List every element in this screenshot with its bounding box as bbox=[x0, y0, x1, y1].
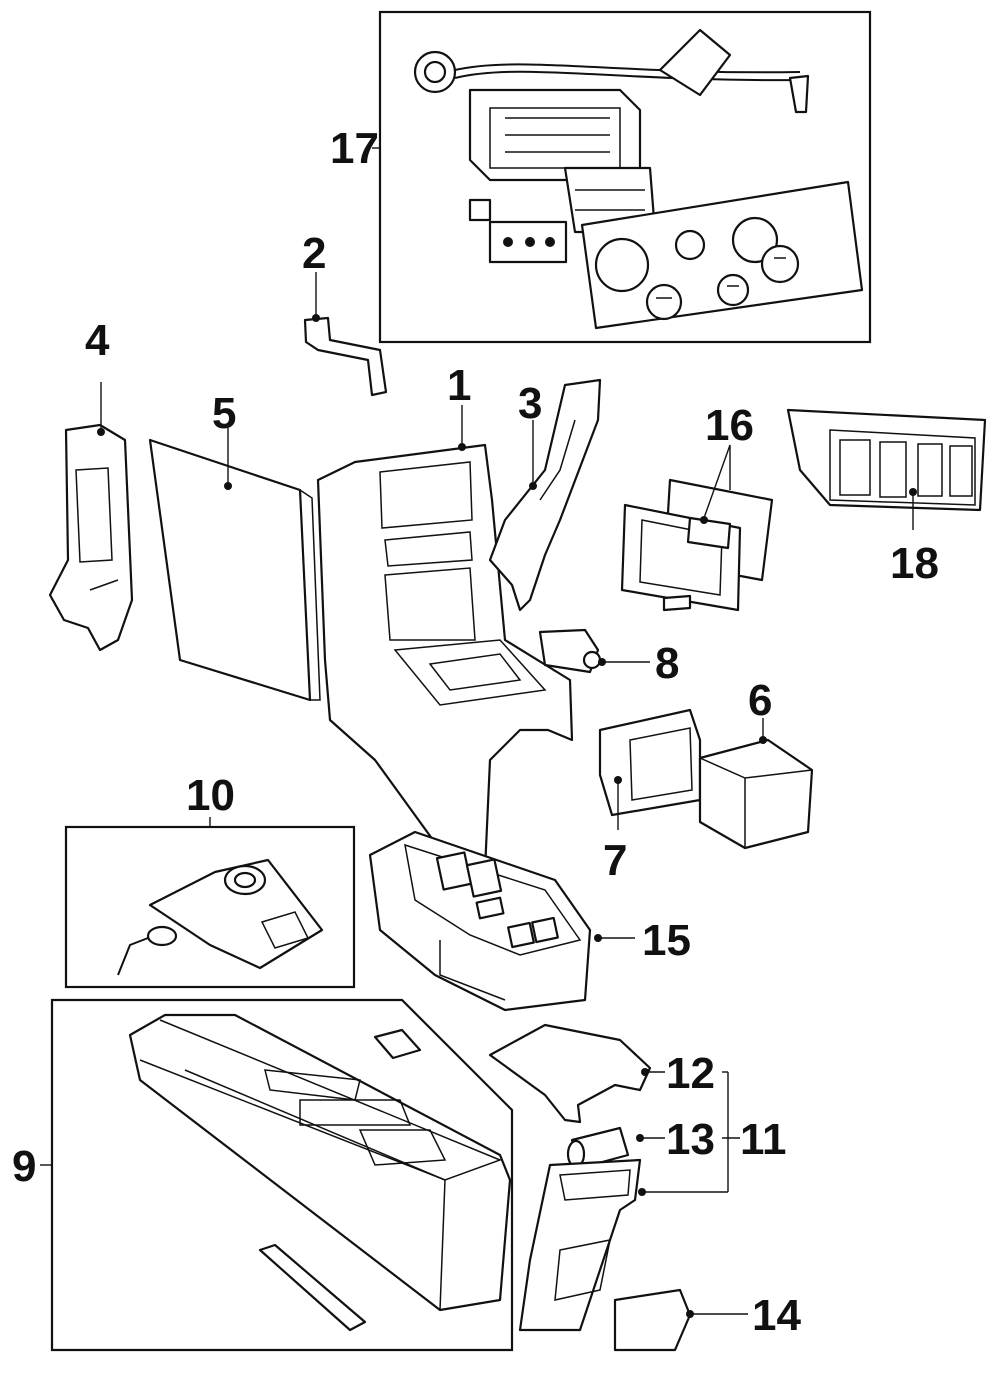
callout-1: 1 bbox=[447, 361, 471, 410]
part-12-armrest-lid bbox=[488, 1023, 652, 1124]
callout-5: 5 bbox=[212, 389, 236, 438]
part-3-side-bracket bbox=[488, 378, 602, 612]
callout-17: 17 bbox=[330, 124, 379, 173]
part-1-center-console bbox=[316, 443, 574, 882]
callout-18: 18 bbox=[890, 539, 939, 588]
callout-12: 12 bbox=[666, 1049, 715, 1098]
callout-14: 14 bbox=[752, 1291, 801, 1340]
callout-16: 16 bbox=[705, 401, 754, 450]
part-15-switch-bezel bbox=[368, 830, 592, 1012]
callout-7: 7 bbox=[603, 836, 627, 885]
part-5-trim-panel bbox=[148, 438, 321, 702]
callout-6: 6 bbox=[748, 676, 772, 725]
part-4-side-panel bbox=[48, 423, 134, 652]
part-7-ashtray-housing bbox=[598, 708, 702, 817]
callout-4: 4 bbox=[85, 316, 110, 365]
callout-10: 10 bbox=[186, 771, 235, 820]
part-9-floor-console bbox=[128, 1013, 512, 1332]
part-8-lighter bbox=[538, 628, 602, 674]
part-10-shift-boot bbox=[117, 858, 324, 976]
part-6-ashtray bbox=[698, 738, 814, 850]
part-11-armrest-base bbox=[518, 1158, 642, 1332]
callout-15: 15 bbox=[642, 916, 691, 965]
inset-box-9 bbox=[50, 998, 514, 1352]
part-18-switch-module bbox=[786, 408, 987, 512]
part-14-lid-panel bbox=[613, 1288, 692, 1352]
callout-8: 8 bbox=[655, 639, 679, 688]
callout-13: 13 bbox=[666, 1115, 715, 1164]
callout-9: 9 bbox=[12, 1142, 36, 1191]
inset-box-17 bbox=[378, 10, 872, 344]
part-17-climate-control bbox=[413, 28, 864, 330]
part-16-pocket bbox=[620, 478, 774, 612]
part-2-bracket bbox=[303, 316, 388, 397]
callout-11: 11 bbox=[740, 1115, 787, 1164]
callout-2: 2 bbox=[302, 229, 326, 278]
part-13-latch bbox=[566, 1126, 630, 1170]
callout-3: 3 bbox=[518, 379, 542, 428]
